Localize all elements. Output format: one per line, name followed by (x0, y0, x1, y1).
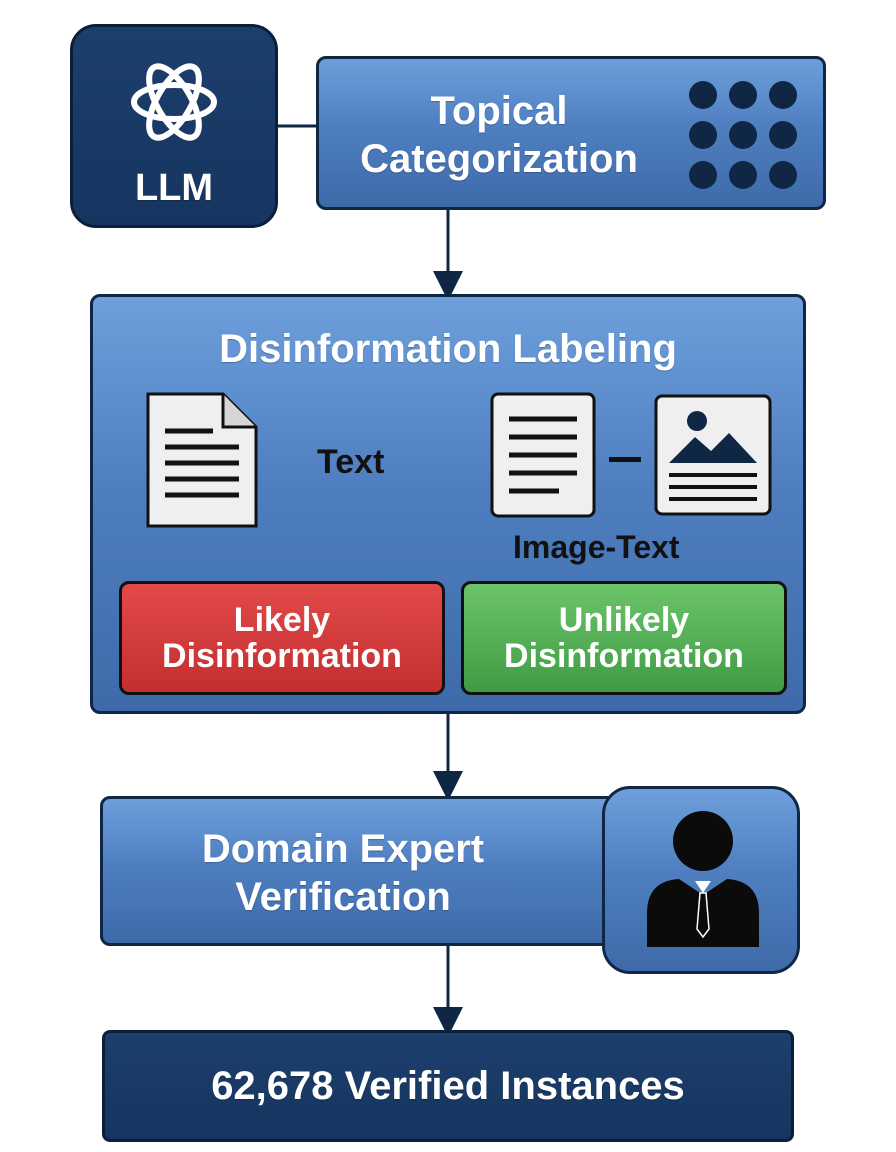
domain-expert-verification-box: Domain Expert Verification (100, 796, 630, 946)
likely-disinformation-label: Likely Disinformation (119, 581, 445, 695)
llm-label: LLM (134, 167, 214, 209)
verified-instances-label: 62,678 Verified Instances (211, 1063, 685, 1108)
dot-grid-icon (689, 81, 797, 189)
topical-categorization-box: Topical Categorization (316, 56, 826, 210)
article-document-icon (490, 392, 596, 518)
expert-title: Domain Expert Verification (143, 825, 543, 921)
topical-title: Topical Categorization (339, 87, 659, 183)
expert-title-line1: Domain Expert (201, 827, 485, 871)
likely-line2: Disinformation (162, 637, 402, 675)
verified-instances-box: 62,678 Verified Instances (102, 1030, 794, 1142)
likely-line1: Likely (233, 601, 331, 639)
topical-title-line2: Categorization (360, 137, 638, 181)
unlikely-line1: Unlikely (558, 601, 690, 639)
link-dash (609, 457, 641, 462)
image-text-modality-label: Image-Text (513, 529, 680, 565)
image-card-icon (654, 394, 772, 516)
expert-title-line2: Verification (235, 875, 451, 919)
text-document-icon (146, 392, 258, 528)
labeling-title: Disinformation Labeling (219, 327, 677, 371)
disinformation-labeling-panel: Disinformation Labeling Text (90, 294, 806, 714)
unlikely-line2: Disinformation (504, 637, 744, 675)
person-suit-icon (647, 811, 759, 947)
topical-title-line1: Topical (430, 89, 568, 133)
unlikely-disinformation-label: Unlikely Disinformation (461, 581, 787, 695)
openai-logo-icon (131, 63, 217, 141)
text-modality-label: Text (317, 443, 385, 481)
llm-box: LLM (70, 24, 278, 228)
expert-avatar-box (602, 786, 800, 974)
